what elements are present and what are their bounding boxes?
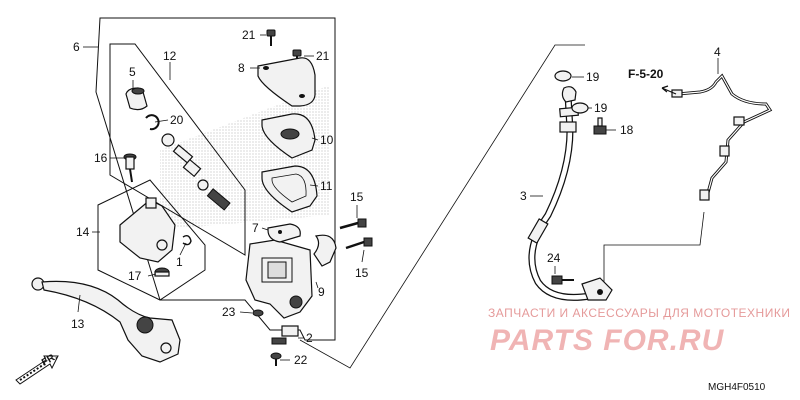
callout-18: 18 (620, 123, 634, 137)
callout-3: 3 (520, 189, 527, 203)
watermark-caption: ЗАПЧАСТИ И АКСЕССУАРЫ ДЛЯ МОТОТЕХНИКИ (488, 306, 790, 320)
callout-17: 17 (128, 269, 142, 283)
callout-14: 14 (76, 225, 90, 239)
diagram-code: MGH4F0510 (708, 382, 766, 393)
callout-4: 4 (714, 45, 721, 59)
callout-5: 5 (129, 65, 136, 79)
reference-label[interactable]: F-5-20 (628, 67, 664, 81)
diaphragm-11 (261, 165, 318, 213)
bolt-15-upper (339, 218, 367, 230)
screw-21-top (266, 29, 276, 46)
cap-23 (252, 309, 264, 317)
callout-24: 24 (547, 251, 561, 265)
callout-11: 11 (320, 179, 333, 193)
banjo-fitting (561, 86, 577, 103)
master-cylinder-9 (245, 239, 313, 319)
callout-10: 10 (320, 133, 334, 147)
assembly-outline-14 (97, 179, 206, 301)
callout-23: 23 (222, 305, 236, 319)
callout-leaders (77, 34, 719, 361)
callout-8: 8 (238, 61, 245, 75)
assembly-outline-12 (109, 43, 246, 256)
bolt-15-lower (345, 237, 373, 250)
spring-clip-1 (182, 234, 192, 246)
holder-clamp-7 (267, 223, 301, 243)
callout-16: 16 (94, 151, 108, 165)
callout-21-top: 21 (242, 28, 256, 42)
callout-6: 6 (73, 40, 80, 54)
pivot-bolt-16 (123, 153, 137, 183)
bolt-24 (551, 275, 574, 285)
nut-17 (154, 267, 170, 277)
callout-19-lower: 19 (594, 101, 608, 115)
callout-13: 13 (71, 317, 85, 331)
callout-19-upper: 19 (586, 70, 600, 84)
brake-pipe-4 (671, 73, 773, 201)
callout-7: 7 (252, 221, 259, 235)
callout-12: 12 (163, 49, 177, 63)
brake-hose-3 (527, 94, 613, 301)
reservoir-cap-8 (257, 57, 316, 107)
leader-cylinder-to-hose (299, 44, 585, 369)
circlip-20-lever (145, 114, 160, 131)
callout-22: 22 (294, 353, 308, 367)
callout-2: 2 (306, 331, 313, 345)
leader-hose-to-pipe (603, 211, 705, 290)
brake-lever-13 (31, 277, 181, 363)
callout-21-right: 21 (316, 49, 330, 63)
lever-bracket-14 (119, 197, 176, 263)
washer-19-lower (571, 102, 589, 114)
washer-19-upper (554, 70, 572, 82)
clamp-ring (313, 234, 337, 267)
reference-arrow (661, 85, 677, 95)
front-arrow-icon (15, 355, 59, 385)
diaphragm-plate-10 (261, 113, 316, 159)
watermark-logo: PARTS FOR.RU (490, 324, 725, 357)
screw-22 (270, 352, 282, 366)
callout-1: 1 (176, 255, 183, 269)
boot-5 (125, 87, 148, 111)
piston-assembly (161, 133, 231, 211)
front-label: FR. (40, 351, 60, 369)
callout-9: 9 (318, 285, 325, 299)
callout-15-upper: 15 (350, 190, 364, 204)
callout-20: 20 (170, 113, 184, 127)
oil-bolt-18 (593, 117, 607, 135)
brake-switch-2 (271, 325, 299, 345)
callout-15-lower: 15 (355, 266, 369, 280)
